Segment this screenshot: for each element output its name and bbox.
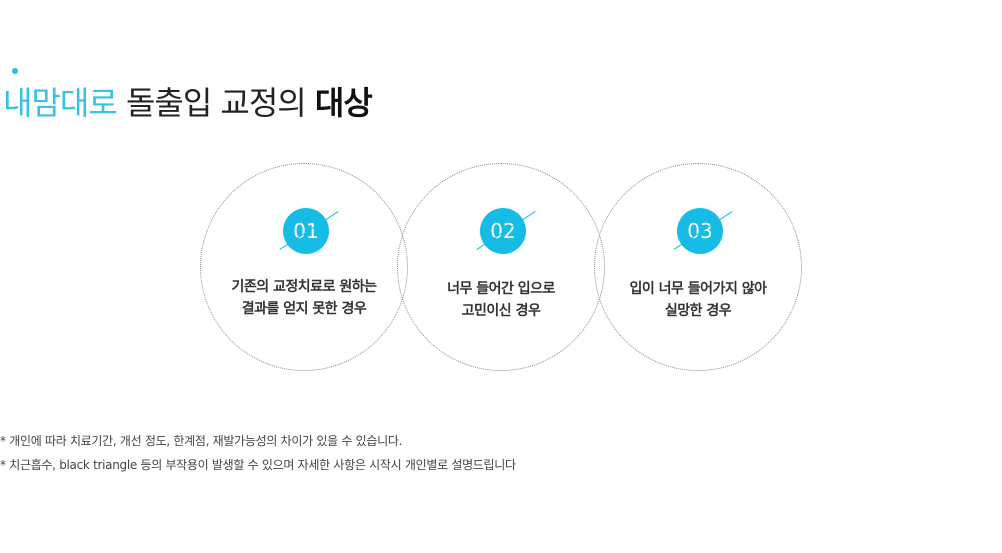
- target-case-circle-2: 02 너무 들어간 입으로 고민이신 경우: [397, 163, 605, 371]
- case-description-2-line-1: 너무 들어간 입으로: [447, 281, 555, 297]
- case-description-3: 입이 너무 들어가지 않아 실망한 경우: [605, 278, 791, 322]
- case-description-3-line-2: 실망한 경우: [664, 303, 732, 319]
- disclaimer-note-2: * 치근흡수, black triangle 등의 부작용이 발생할 수 있으며…: [0, 458, 516, 472]
- disclaimer-note-1: * 개인에 따라 치료기간, 개선 정도, 한계점, 재발가능성의 차이가 있을…: [0, 434, 403, 448]
- case-description-2-line-2: 고민이신 경우: [461, 303, 541, 319]
- page-title: 내맘대로 돌출입 교정의 대상: [3, 78, 373, 124]
- case-number-badge-2: 02: [480, 208, 526, 254]
- target-case-circle-3: 03 입이 너무 들어가지 않아 실망한 경우: [594, 163, 802, 371]
- case-description-1-line-2: 결과를 얻지 못한 경우: [241, 301, 367, 317]
- case-description-1: 기존의 교정치료로 원하는 결과를 얻지 못한 경우: [211, 276, 397, 320]
- target-case-circle-1: 01 기존의 교정치료로 원하는 결과를 얻지 못한 경우: [200, 163, 408, 371]
- page-title-middle: 돌출입 교정의: [125, 84, 307, 122]
- page-title-bold: 대상: [314, 84, 373, 122]
- accent-dot: [12, 68, 18, 74]
- page-title-accent: 내맘대로: [3, 84, 118, 122]
- case-description-2: 너무 들어간 입으로 고민이신 경우: [408, 278, 594, 322]
- case-description-3-line-1: 입이 너무 들어가지 않아: [629, 281, 767, 297]
- case-description-1-line-1: 기존의 교정치료로 원하는: [231, 279, 377, 295]
